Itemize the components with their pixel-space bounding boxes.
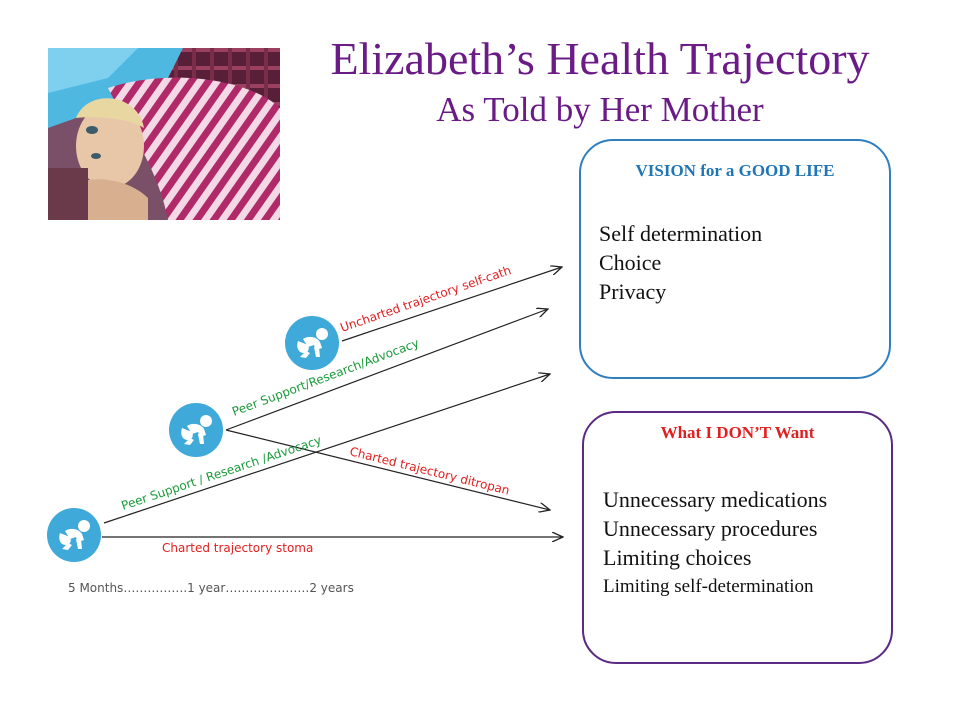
list-item: Privacy [599,279,667,304]
label-uncharted-selfcath: Uncharted trajectory self-cath [338,263,513,335]
label-peer-support-lower: Peer Support / Research /Advocacy [120,433,324,513]
list-item: Self determination [599,221,763,246]
page-subtitle: As Told by Her Mother [436,90,764,129]
dont-want-list: Unnecessary medications Unnecessary proc… [603,485,827,601]
vision-box: VISION for a GOOD LIFE Self determinatio… [579,139,891,379]
vision-list: Self determination Choice Privacy [599,219,762,306]
dont-want-box: What I DON’T Want Unnecessary medication… [582,411,893,664]
list-item: Unnecessary procedures [603,516,818,541]
page-title: Elizabeth’s Health Trajectory [330,33,870,84]
label-charted-stoma: Charted trajectory stoma [162,541,313,555]
baby-crawling-icon [47,508,101,562]
list-item: Limiting self-determination [603,576,814,597]
label-charted-ditropan: Charted trajectory ditropan [348,444,511,497]
baby-crawling-icon [285,316,339,370]
list-item: Choice [599,250,662,275]
vision-heading: VISION for a GOOD LIFE [635,161,835,180]
baby-crawling-icon [169,403,223,457]
list-item: Limiting choices [603,545,752,570]
dont-want-heading: What I DON’T Want [660,423,815,442]
timeline-axis: 5 Months…………….1 year…………………2 years [68,581,354,595]
photo-child [48,48,280,220]
list-item: Unnecessary medications [603,487,828,512]
